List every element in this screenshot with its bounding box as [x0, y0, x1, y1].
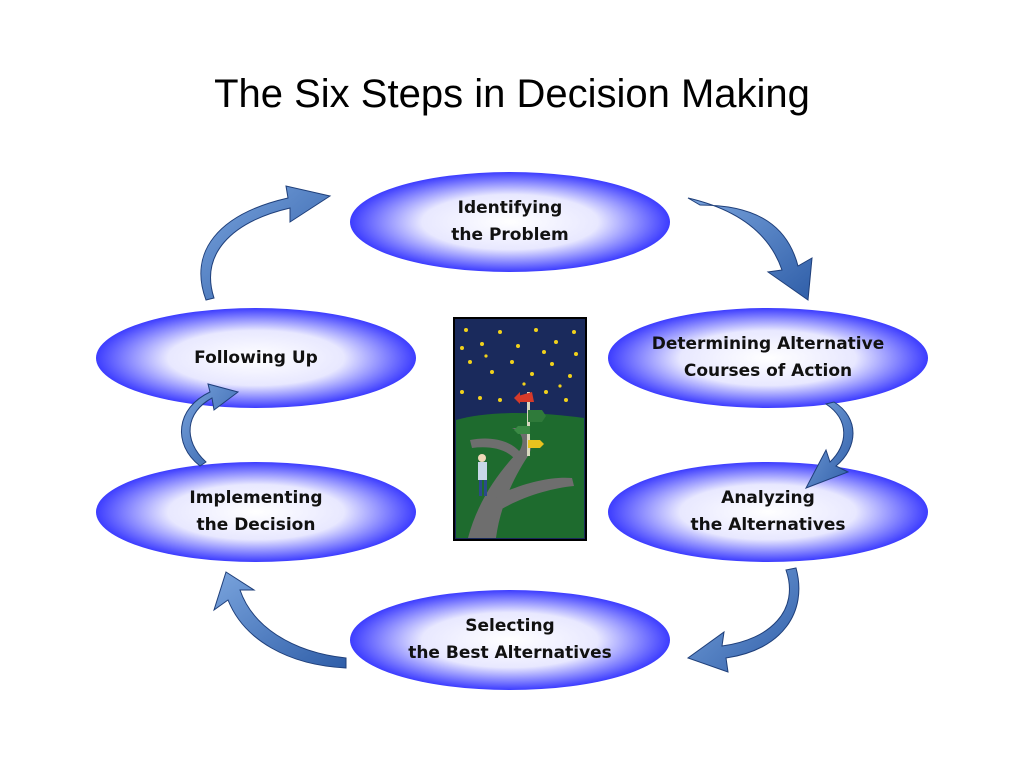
curved-arrow-icon [180, 383, 240, 467]
step-selecting: Selecting the Best Alternatives [350, 590, 670, 690]
step-label: Selecting the Best Alternatives [408, 616, 612, 663]
step-label: Determining Alternative Courses of Actio… [651, 334, 885, 381]
step-label: Implementing the Decision [189, 488, 323, 535]
stars-icon [460, 328, 578, 402]
ellipse-selecting [350, 590, 670, 690]
curved-arrow-icon [687, 197, 813, 301]
page-title: The Six Steps in Decision Making [214, 72, 810, 116]
step-identifying: Identifying the Problem [350, 172, 670, 272]
ellipse-determining [608, 308, 928, 408]
step-analyzing: Analyzing the Alternatives [608, 462, 928, 562]
step-label: Identifying the Problem [451, 198, 569, 245]
curved-arrow-icon [200, 185, 332, 301]
ellipse-identifying [350, 172, 670, 272]
step-label: Analyzing the Alternatives [690, 488, 846, 535]
step-following: Following Up [96, 308, 416, 408]
ellipse-following [96, 308, 416, 408]
step-label: Following Up [194, 347, 318, 368]
crossroads-signpost-illustration-icon [453, 317, 587, 541]
ellipse-implementing [96, 462, 416, 562]
step-implementing: Implementing the Decision [96, 462, 416, 562]
ellipse-analyzing [608, 462, 928, 562]
step-determining: Determining Alternative Courses of Actio… [608, 308, 928, 408]
curved-arrow-icon [213, 571, 347, 669]
curved-arrow-icon [686, 567, 800, 673]
curved-arrow-icon [804, 401, 854, 489]
